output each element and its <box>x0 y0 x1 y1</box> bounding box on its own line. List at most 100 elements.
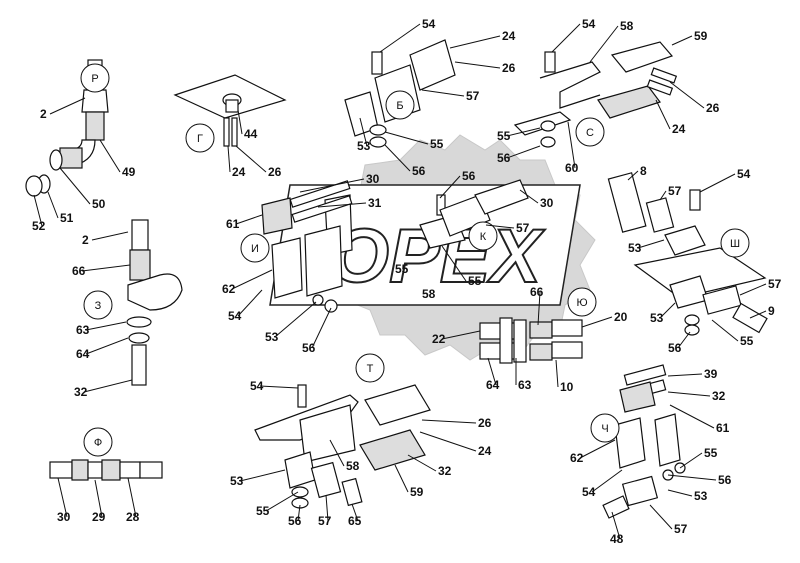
part-number-label: 58 <box>620 19 634 33</box>
leader-line <box>454 61 501 69</box>
leader-line <box>699 173 736 193</box>
part-number-label: 55 <box>256 504 270 518</box>
part-number-label: 22 <box>432 332 446 346</box>
part-number-label: 59 <box>410 485 424 499</box>
part-number-label: 30 <box>57 510 71 524</box>
part-number-label: 24 <box>478 444 492 458</box>
leader-line <box>237 289 263 317</box>
leader-line <box>235 145 267 173</box>
part-number-label: 51 <box>60 211 74 225</box>
part-number-label: 32 <box>438 464 452 478</box>
leader-line <box>441 245 467 282</box>
part-number-label: 57 <box>466 89 480 103</box>
group-letter-k: К <box>480 231 487 243</box>
part-number-label: 30 <box>540 196 554 210</box>
leader-line <box>99 139 121 173</box>
leader-line <box>669 81 705 109</box>
leader-line <box>551 23 581 53</box>
part-number-label: 54 <box>228 309 242 323</box>
leader-line <box>379 23 421 53</box>
part-number-label: 54 <box>737 167 751 181</box>
part-number-label: 28 <box>126 510 140 524</box>
part-number-label: 56 <box>462 169 476 183</box>
leader-line <box>649 504 673 530</box>
leader-line <box>311 307 332 349</box>
group-letter-s: С <box>586 127 594 139</box>
part-number-label: 10 <box>560 380 574 394</box>
group-circle-yu <box>567 287 597 317</box>
group-letter-f: Ф <box>94 437 102 449</box>
leader-line <box>567 121 576 169</box>
leader-line <box>325 494 329 522</box>
leader-line <box>359 117 368 147</box>
part-number-label: 39 <box>704 367 718 381</box>
part-number-label: 26 <box>478 416 492 430</box>
leader-line <box>711 319 739 342</box>
leader-line <box>265 491 299 512</box>
group-circle-g <box>185 123 215 153</box>
group-letter-i: И <box>251 243 259 255</box>
part-number-label: 56 <box>718 473 732 487</box>
leader-line <box>47 191 59 219</box>
leader-line <box>611 511 621 540</box>
leader-line <box>655 99 671 130</box>
part-number-label: 57 <box>516 221 530 235</box>
part-number-label: 57 <box>674 522 688 536</box>
leader-line <box>94 479 103 518</box>
part-number-label: 59 <box>694 29 708 43</box>
leader-line <box>579 439 616 459</box>
part-number-label: 65 <box>348 514 362 528</box>
leader-line <box>506 145 541 159</box>
part-number-label: 26 <box>268 165 282 179</box>
leader-line <box>384 131 429 145</box>
part-number-label: 54 <box>250 379 264 393</box>
part-number-label: 66 <box>530 285 544 299</box>
leader-line <box>227 145 231 173</box>
part-number-label: 24 <box>502 29 516 43</box>
leader-line <box>407 454 437 472</box>
part-number-label: 49 <box>122 165 136 179</box>
group-circle-s <box>575 117 605 147</box>
part-number-label: 24 <box>672 122 686 136</box>
leader-line <box>667 489 693 497</box>
leader-line <box>506 127 541 137</box>
leader-line <box>329 439 345 467</box>
leader-line <box>555 359 559 388</box>
leader-line <box>59 167 91 205</box>
part-number-label: 55 <box>497 129 511 143</box>
part-number-label: 63 <box>76 323 90 337</box>
part-number-label: 55 <box>395 262 409 276</box>
leader-line <box>85 321 127 331</box>
group-circle-k <box>468 221 498 251</box>
leader-line <box>439 175 461 199</box>
part-number-label: 50 <box>92 197 106 211</box>
group-circle-b <box>385 90 415 120</box>
part-number-label: 44 <box>244 127 258 141</box>
leader-line <box>669 404 715 429</box>
leader-line <box>671 35 693 46</box>
leader-line <box>667 373 703 377</box>
group-letter-ch: Ч <box>601 423 608 435</box>
leader-line <box>239 469 286 482</box>
leader-line <box>237 109 243 135</box>
part-number-label: 55 <box>704 446 718 460</box>
leader-line <box>667 474 717 481</box>
group-letter-t: Т <box>367 363 374 375</box>
group-circle-ch <box>590 413 620 443</box>
group-letter-p: Р <box>91 73 98 85</box>
leader-line <box>739 283 767 296</box>
part-number-label: 56 <box>302 341 316 355</box>
leader-line <box>394 464 409 493</box>
group-letter-b: Б <box>396 100 403 112</box>
leader-line <box>49 97 86 115</box>
leader-line <box>659 190 667 201</box>
leader-line <box>589 25 619 63</box>
leader-line <box>274 301 317 338</box>
leader-line <box>81 264 131 272</box>
leader-line <box>57 477 68 518</box>
part-number-label: 26 <box>502 61 516 75</box>
leader-line <box>91 231 129 241</box>
part-number-label: 53 <box>265 330 279 344</box>
